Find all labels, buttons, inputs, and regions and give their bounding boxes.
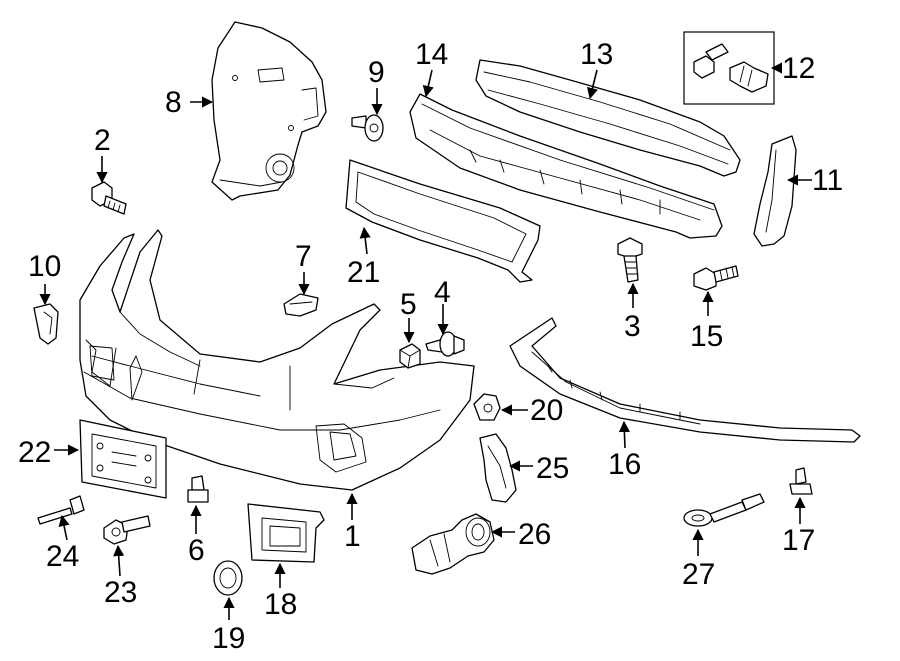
callout-25: 25 bbox=[536, 452, 569, 485]
bolt-part-23 bbox=[103, 515, 151, 545]
push-pin-retainer-part bbox=[351, 114, 384, 142]
callout-13: 13 bbox=[580, 38, 613, 71]
nut-part-5 bbox=[399, 343, 421, 369]
clip-part-17 bbox=[789, 467, 813, 495]
bumper-cover-part bbox=[79, 229, 475, 491]
splash-shield-part bbox=[211, 21, 327, 201]
bracket-part-10 bbox=[33, 303, 59, 345]
side-bracket-part bbox=[753, 135, 797, 247]
callout-2: 2 bbox=[94, 124, 111, 157]
callout-18: 18 bbox=[264, 588, 297, 621]
callout-20: 20 bbox=[530, 394, 563, 427]
tow-eye-part bbox=[683, 493, 765, 527]
air-duct-bracket-part bbox=[479, 433, 517, 503]
callout-8: 8 bbox=[165, 86, 182, 119]
callout-1: 1 bbox=[344, 520, 361, 553]
air-duct-part bbox=[411, 513, 495, 575]
bolt-part-2 bbox=[91, 181, 127, 215]
bolts-inset-part-12 bbox=[683, 31, 775, 105]
bolt-part-3 bbox=[617, 237, 643, 283]
fog-lamp-bezel-part bbox=[247, 503, 325, 563]
callout-9: 9 bbox=[368, 56, 385, 89]
callout-4: 4 bbox=[434, 276, 451, 309]
bolt-part-15 bbox=[693, 265, 739, 291]
clip-part-6 bbox=[187, 475, 209, 503]
callout-24: 24 bbox=[46, 540, 79, 573]
callout-5: 5 bbox=[400, 288, 417, 321]
reinforcement-bar-part bbox=[475, 59, 741, 177]
callout-22: 22 bbox=[18, 436, 51, 469]
callout-11: 11 bbox=[812, 164, 843, 197]
callout-16: 16 bbox=[608, 448, 641, 481]
license-plate-bracket-part bbox=[79, 419, 167, 499]
gasket-ring-part bbox=[213, 560, 243, 596]
callout-labels: 1 2 3 4 5 6 7 8 9 10 11 12 13 14 15 16 1… bbox=[18, 38, 843, 655]
callout-14: 14 bbox=[415, 38, 448, 71]
callout-arrows bbox=[39, 62, 812, 620]
callout-6: 6 bbox=[188, 534, 205, 567]
push-pin-part-4 bbox=[425, 331, 465, 357]
energy-absorber-part bbox=[409, 93, 723, 239]
callout-15: 15 bbox=[690, 320, 723, 353]
callout-7: 7 bbox=[295, 240, 312, 273]
lower-molding-part bbox=[509, 317, 861, 443]
callout-27: 27 bbox=[682, 558, 715, 591]
callout-19: 19 bbox=[212, 622, 245, 655]
nut-part-20 bbox=[473, 393, 501, 421]
clip-part-7 bbox=[283, 293, 319, 317]
rivet-part-24 bbox=[37, 495, 85, 525]
callout-21: 21 bbox=[347, 256, 380, 289]
callout-17: 17 bbox=[782, 524, 815, 557]
callout-12: 12 bbox=[782, 52, 815, 85]
callout-3: 3 bbox=[624, 310, 641, 343]
grille-frame-part bbox=[345, 159, 541, 283]
callout-26: 26 bbox=[518, 518, 551, 551]
callout-23: 23 bbox=[104, 576, 137, 609]
callout-10: 10 bbox=[28, 250, 61, 283]
